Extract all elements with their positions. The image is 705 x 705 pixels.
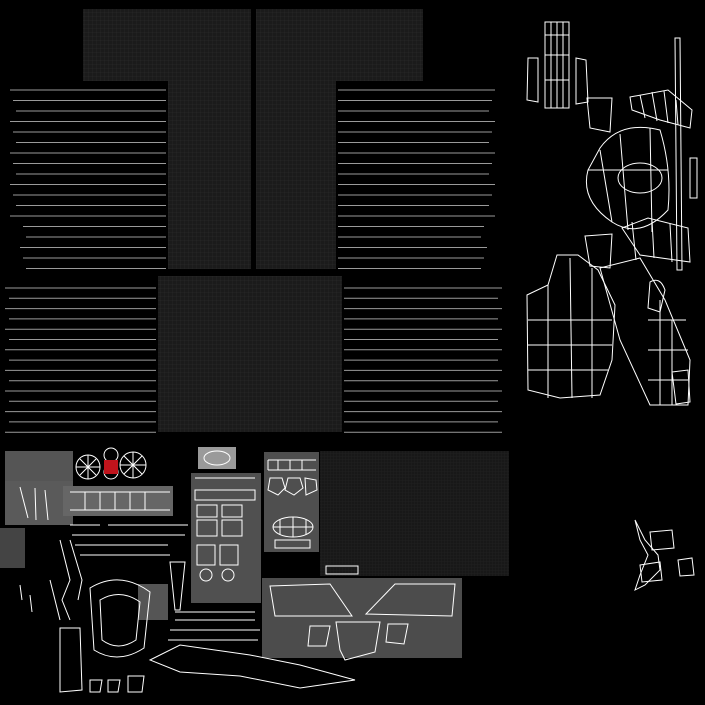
accessory-panels bbox=[0, 447, 462, 658]
red-accent-patch bbox=[104, 460, 118, 474]
gear-panel-1 bbox=[5, 451, 73, 481]
torso-body-left bbox=[168, 81, 251, 269]
bottom-right-panel bbox=[320, 451, 509, 576]
torso-body-right bbox=[256, 81, 336, 269]
left-strip-panel bbox=[0, 528, 25, 568]
badge-panel bbox=[198, 447, 236, 469]
boot-panel bbox=[191, 473, 261, 603]
accessory-wire bbox=[19, 447, 456, 693]
character-wireframe-main bbox=[526, 21, 698, 406]
lower-body-panel bbox=[158, 276, 342, 432]
character-wireframe-small bbox=[634, 519, 695, 591]
torso-panels bbox=[83, 9, 509, 576]
torso-top-right bbox=[256, 9, 423, 81]
helmet-panel bbox=[262, 578, 462, 658]
belt-panel bbox=[264, 452, 319, 552]
hose-panel bbox=[138, 584, 168, 620]
gear-panel-3 bbox=[63, 486, 173, 516]
gear-panel-2 bbox=[5, 481, 73, 525]
torso-top-left bbox=[83, 9, 251, 81]
strap-lines bbox=[5, 89, 502, 433]
